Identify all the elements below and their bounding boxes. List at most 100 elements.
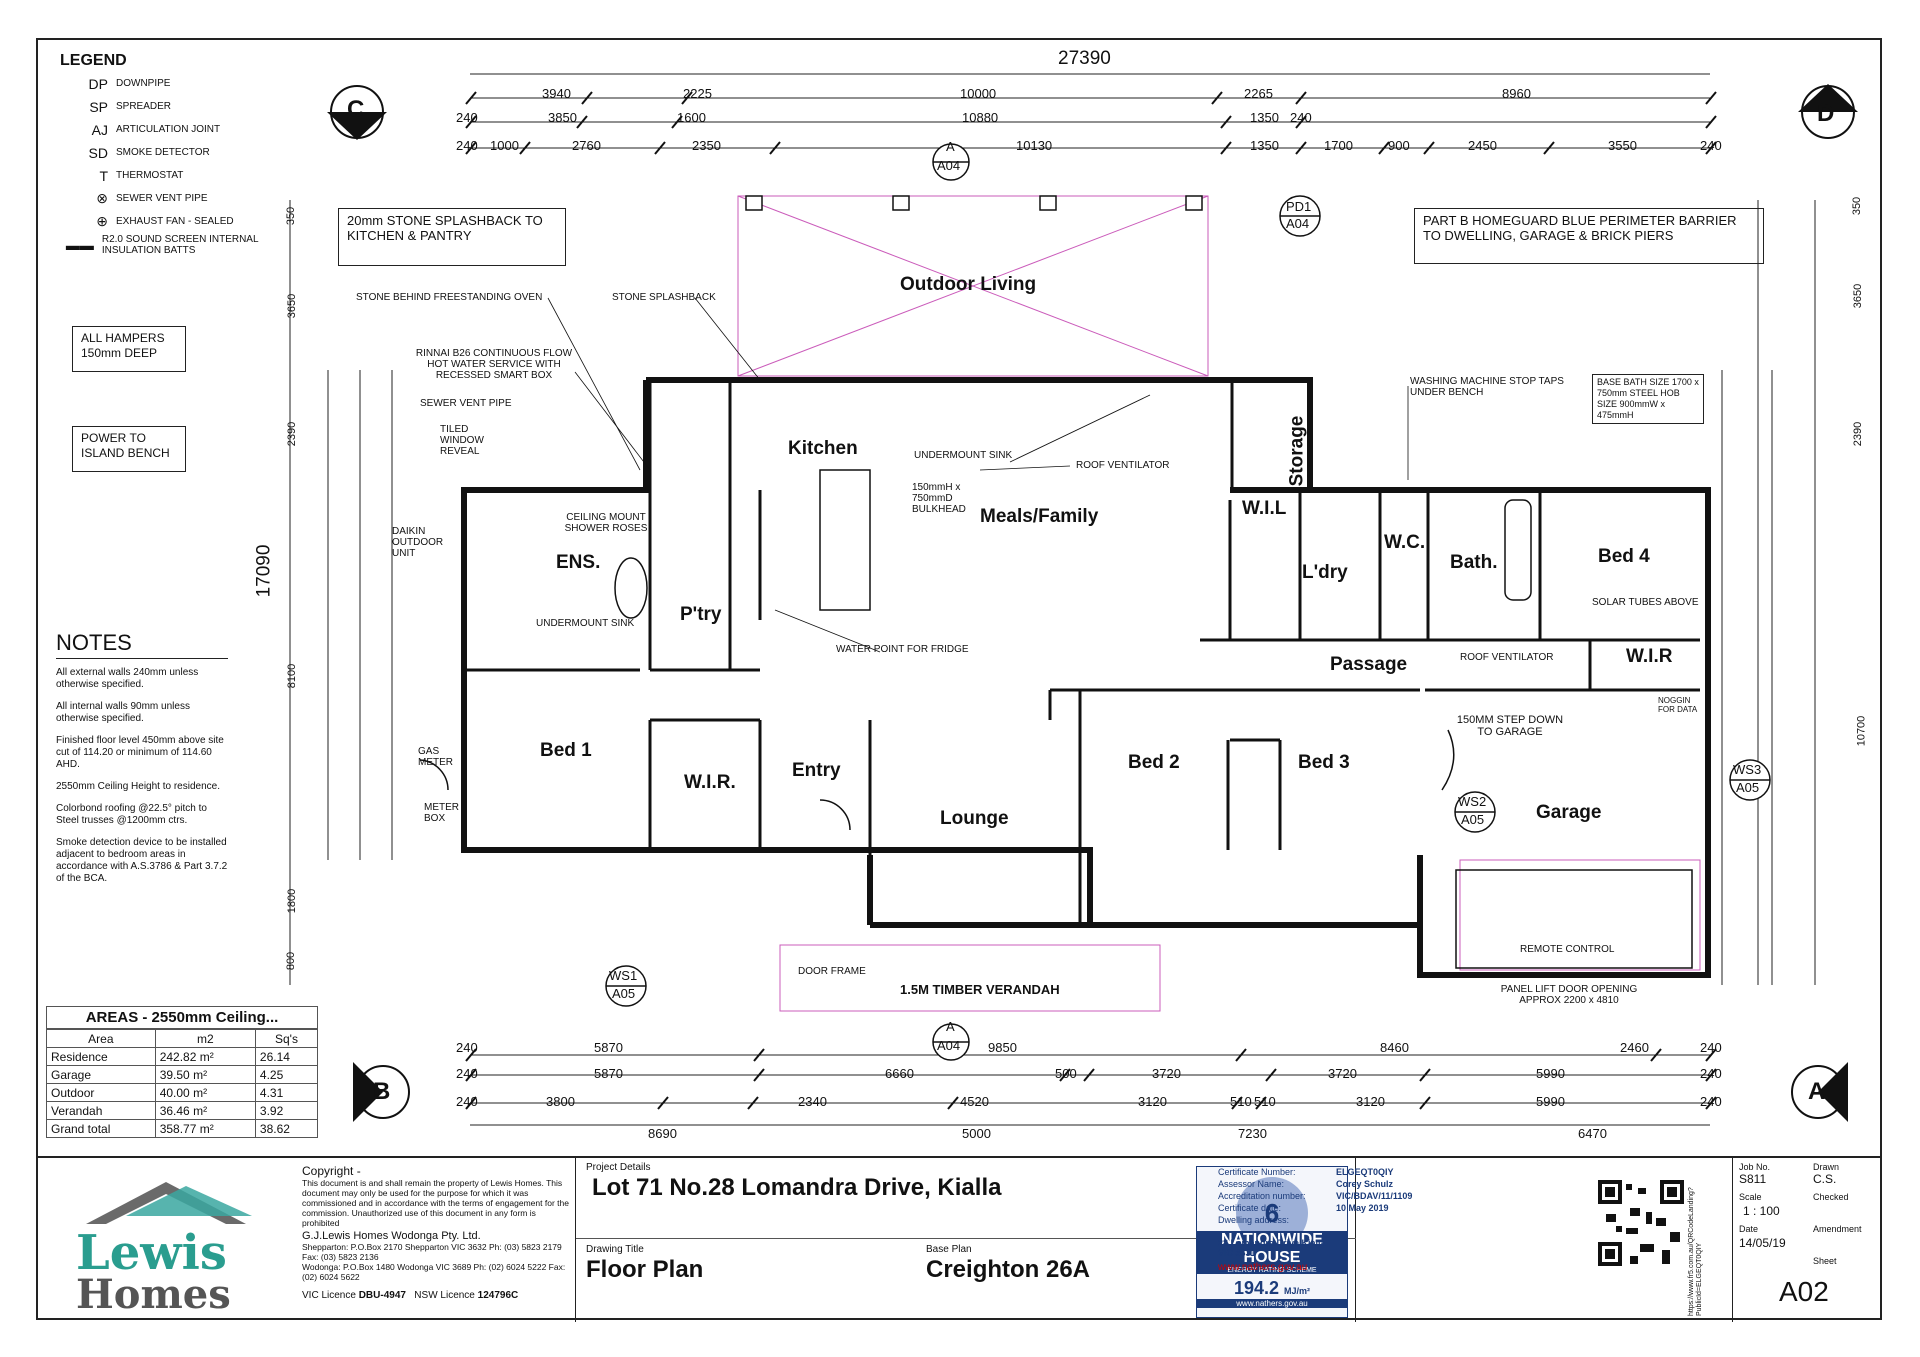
date: 14/05/19 — [1739, 1236, 1786, 1250]
checked-label: Checked — [1813, 1192, 1849, 1202]
dimension-label: 2265 — [1244, 86, 1273, 101]
cert-row: Certificate date: 10 May 2019 — [1218, 1202, 1418, 1214]
legend-label: SEWER VENT PIPE — [116, 193, 208, 204]
legend-symbol-icon: AJ — [91, 121, 108, 138]
cert-url: www.nathers.gov.au — [1218, 1262, 1308, 1273]
legend-title: LEGEND — [60, 52, 127, 69]
legend-label: EXHAUST FAN - SEALED — [116, 216, 234, 227]
rating-value: 194.2 — [1233, 1278, 1279, 1298]
dimension-label: 3720 — [1328, 1066, 1357, 1081]
drawn-label: Drawn — [1813, 1162, 1840, 1172]
note-roof-vent-2: ROOF VENTILATOR — [1460, 652, 1554, 663]
note-stone-splashback: STONE SPLASHBACK — [612, 292, 716, 303]
note-item: 2550mm Ceiling Height to residence. — [56, 781, 220, 792]
table-cell: Grand total — [46, 1119, 156, 1138]
dimension-label: 350 — [1851, 196, 1864, 216]
notes-title: NOTES — [56, 630, 228, 659]
note-item: Colorbond roofing @22.5° pitch to Steel … — [56, 803, 207, 826]
dimension-label: 6470 — [1578, 1126, 1607, 1141]
note-undermount-kit: UNDERMOUNT SINK — [914, 450, 1013, 461]
note-meter-box: METER BOX — [424, 802, 459, 824]
legend-row: ⊕EXHAUST FAN - SEALED — [60, 210, 280, 233]
dimension-label: 5990 — [1536, 1066, 1565, 1081]
dimension-label: 1700 — [1324, 138, 1353, 153]
dimension-label: 1600 — [677, 110, 706, 125]
drawing-title: Floor Plan — [586, 1256, 704, 1283]
room-kitchen: Kitchen — [788, 438, 858, 459]
cert-row: Accreditation number:VIC/BDAV/11/1109 — [1218, 1190, 1418, 1202]
room-bed2: Bed 2 — [1128, 752, 1180, 773]
splashback-callout: 20mm STONE SPLASHBACK TO KITCHEN & PANTR… — [338, 208, 566, 266]
drawing-title-label: Drawing Title — [586, 1244, 644, 1255]
note-bulkhead: 150mmH x 750mmD BULKHEAD — [912, 482, 966, 515]
cert-row: Certificate Number:ELGEQT0QIY — [1218, 1166, 1418, 1178]
areas-title: AREAS - 2550mm Ceiling... — [46, 1006, 318, 1029]
dimension-label: 6660 — [885, 1066, 914, 1081]
marker-b: B — [373, 1078, 391, 1105]
copyright-text: This document is and shall remain the pr… — [302, 1178, 569, 1228]
marker-a: A — [1808, 1078, 1826, 1105]
hampers-note: ALL HAMPERS 150mm DEEP — [72, 326, 186, 372]
ws3-sheet: A05 — [1736, 780, 1760, 795]
room-entry: Entry — [792, 760, 841, 781]
drawing-sheet — [36, 38, 1882, 1320]
dimension-label: 4520 — [960, 1094, 989, 1109]
dimension-label: 240 — [456, 110, 478, 125]
note-roof-vent-1: ROOF VENTILATOR — [1076, 460, 1170, 471]
logo-lewis: Lewis — [76, 1225, 227, 1281]
overall-width: 27390 — [1058, 48, 1111, 69]
dimension-label: 10700 — [1855, 715, 1868, 747]
cert-label: Assessor Name: — [1218, 1179, 1285, 1189]
legend-symbol-icon: ⊗ — [96, 190, 108, 206]
legend-label: R2.0 SOUND SCREEN INTERNAL INSULATION BA… — [101, 233, 259, 256]
dimension-label: 3650 — [286, 293, 299, 319]
dimension-label: 240 — [1700, 1040, 1722, 1055]
section-top-sheet: A04 — [937, 158, 961, 173]
legend-label: ARTICULATION JOINT — [116, 124, 221, 135]
cert-value: Corey Schulz — [1336, 1179, 1394, 1189]
dimension-label: 240 — [1700, 138, 1722, 153]
dimension-label: 2340 — [798, 1094, 827, 1109]
company-logo: Lewis Homes — [76, 1174, 256, 1315]
title-block: Lewis Homes Copyright - This document is… — [36, 1156, 1882, 1322]
company-name: G.J.Lewis Homes Wodonga Pty. Ltd. — [302, 1230, 481, 1242]
dimension-label: 510 — [1254, 1094, 1276, 1109]
dimension-label: 800 — [285, 951, 298, 971]
qr-url: https://www.fr5.com.au/QRCodeLanding?Pub… — [1688, 1187, 1703, 1316]
vic-licence-label: VIC Licence — [302, 1290, 356, 1301]
room-ensuite: ENS. — [556, 552, 601, 573]
project-label: Project Details — [586, 1162, 651, 1173]
table-cell: Outdoor — [46, 1083, 156, 1102]
nathers-badge: 6 NATIONWIDE HOUSE ENERGY RATING SCHEME … — [1196, 1166, 1348, 1318]
notes-section: NOTES All external walls 240mm unless ot… — [56, 630, 228, 895]
dimension-label: 3800 — [546, 1094, 575, 1109]
power-note: POWER TO ISLAND BENCH — [72, 426, 186, 472]
cert-label: Certificate date: — [1218, 1203, 1282, 1213]
room-laundry: L'dry — [1302, 562, 1348, 583]
dimension-label: 240 — [1700, 1066, 1722, 1081]
cert-value: 10 May 2019 — [1336, 1203, 1389, 1213]
table-cell: 4.31 — [254, 1083, 319, 1102]
room-wir-bed4: W.I.R — [1626, 646, 1673, 667]
note-daikin: DAIKIN OUTDOOR UNIT — [392, 526, 444, 559]
note-noggin-data: NOGGIN FOR DATA — [1658, 696, 1698, 714]
legend-label: SMOKE DETECTOR — [116, 147, 210, 158]
note-ceiling-mount: CEILING MOUNT SHOWER ROSES — [564, 512, 648, 534]
ws3-label: WS3 — [1733, 762, 1762, 777]
dimension-label: 240 — [1290, 110, 1312, 125]
cert-value: ELGEQT0QIY — [1336, 1167, 1394, 1177]
drawn-by: C.S. — [1813, 1172, 1837, 1186]
job-number: S811 — [1739, 1172, 1767, 1186]
dimension-label: 5870 — [594, 1040, 623, 1055]
dimension-label: 240 — [456, 138, 478, 153]
amendment-label: Amendment — [1813, 1224, 1862, 1234]
dimension-label: 3940 — [542, 86, 571, 101]
room-pantry: P'try — [680, 604, 722, 625]
